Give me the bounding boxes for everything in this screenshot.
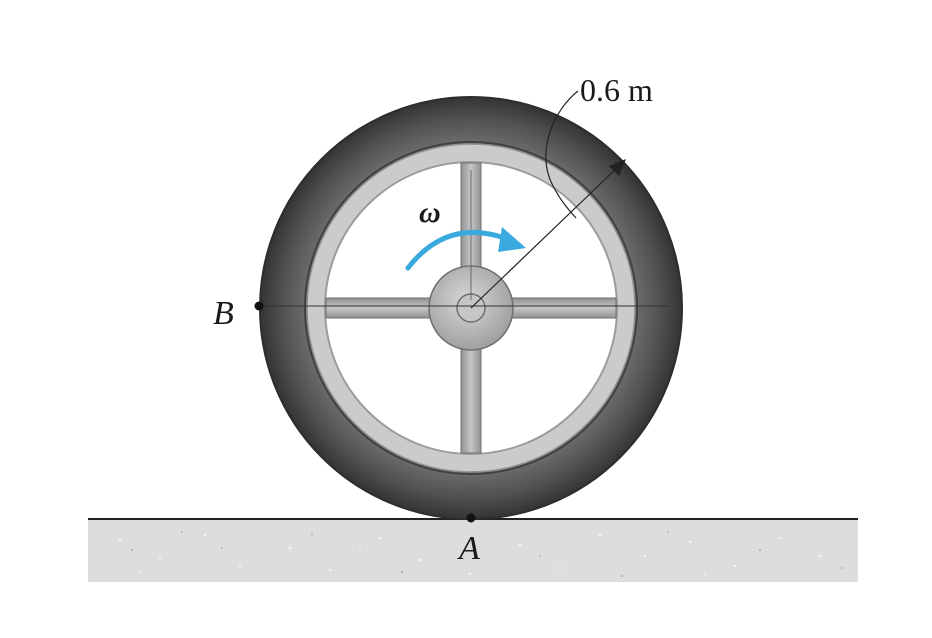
tire-inner-edge	[304, 141, 638, 475]
point-b-dot	[254, 301, 264, 311]
point-a-dot	[466, 513, 476, 523]
spoke-left	[325, 297, 437, 319]
omega-arrowhead	[498, 227, 526, 252]
radius-arrowhead	[609, 159, 626, 176]
ground-speckles	[118, 533, 822, 576]
spoke-right	[505, 297, 617, 319]
radius-dimension: 0.6 m	[470, 72, 653, 309]
ground-speckles-dark	[130, 531, 843, 578]
wheel	[259, 96, 683, 520]
point-b-label: B	[213, 295, 234, 332]
radius-label: 0.6 m	[580, 72, 653, 108]
spoke-bottom	[460, 342, 482, 454]
radius-line	[470, 165, 620, 309]
point-b: B	[213, 295, 264, 332]
ground-surface	[88, 520, 858, 582]
omega-symbol: ω	[419, 196, 441, 229]
angular-velocity: ω	[405, 196, 526, 271]
radius-leader	[545, 90, 579, 219]
point-a-label: A	[457, 530, 480, 567]
omega-arrow	[405, 229, 513, 271]
point-a: A	[457, 513, 480, 567]
